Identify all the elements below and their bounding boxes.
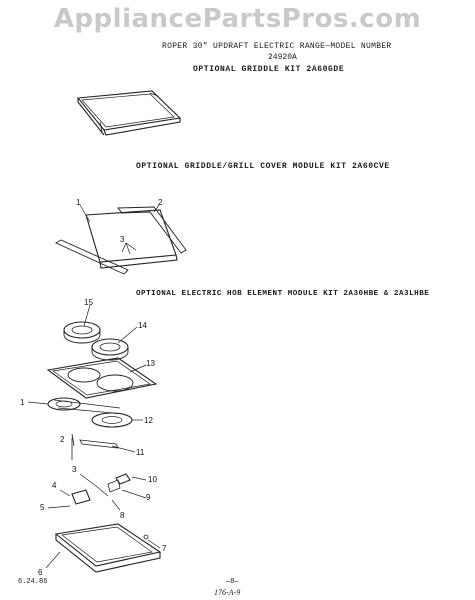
- document-title: ROPER 30" UPDRAFT ELECTRIC RANGE—MODEL N…: [162, 42, 392, 51]
- griddle-kit-label: OPTIONAL GRIDDLE KIT 2A60GDE: [193, 65, 345, 74]
- callout-13: 13: [146, 359, 155, 368]
- callout-6: 6: [38, 568, 43, 577]
- callout-hob-3: 3: [72, 465, 77, 474]
- callout-4: 4: [52, 481, 57, 490]
- hob-element-kit-label: OPTIONAL ELECTRIC HOB ELEMENT MODULE KIT…: [136, 290, 430, 298]
- griddle-grill-cover-kit-label: OPTIONAL GRIDDLE/GRILL COVER MODULE KIT …: [136, 162, 390, 171]
- callout-hob-2: 2: [60, 435, 65, 444]
- callout-5: 5: [40, 503, 45, 512]
- callout-12: 12: [144, 416, 153, 425]
- callout-1: 1: [76, 198, 81, 207]
- grill-cover-drawing: [55, 204, 187, 275]
- footer-signature: 176-A-9: [214, 588, 241, 597]
- hob-element-drawing: [27, 304, 162, 573]
- callout-8: 8: [120, 511, 125, 520]
- callout-3: 3: [120, 235, 125, 244]
- griddle-drawing: [76, 90, 182, 136]
- callout-11: 11: [136, 448, 145, 457]
- footer-page-number: —8—: [226, 578, 239, 586]
- callout-10: 10: [148, 475, 157, 484]
- callout-14: 14: [138, 321, 147, 330]
- callout-7: 7: [162, 544, 167, 553]
- model-number: 24920A: [268, 53, 297, 62]
- watermark: AppliancePartsPros.com: [53, 4, 422, 34]
- callout-15: 15: [84, 298, 93, 307]
- footer-date: 6.24.86: [18, 578, 48, 586]
- callout-hob-1: 1: [20, 398, 25, 407]
- callout-2: 2: [158, 198, 163, 207]
- callout-9: 9: [146, 493, 151, 502]
